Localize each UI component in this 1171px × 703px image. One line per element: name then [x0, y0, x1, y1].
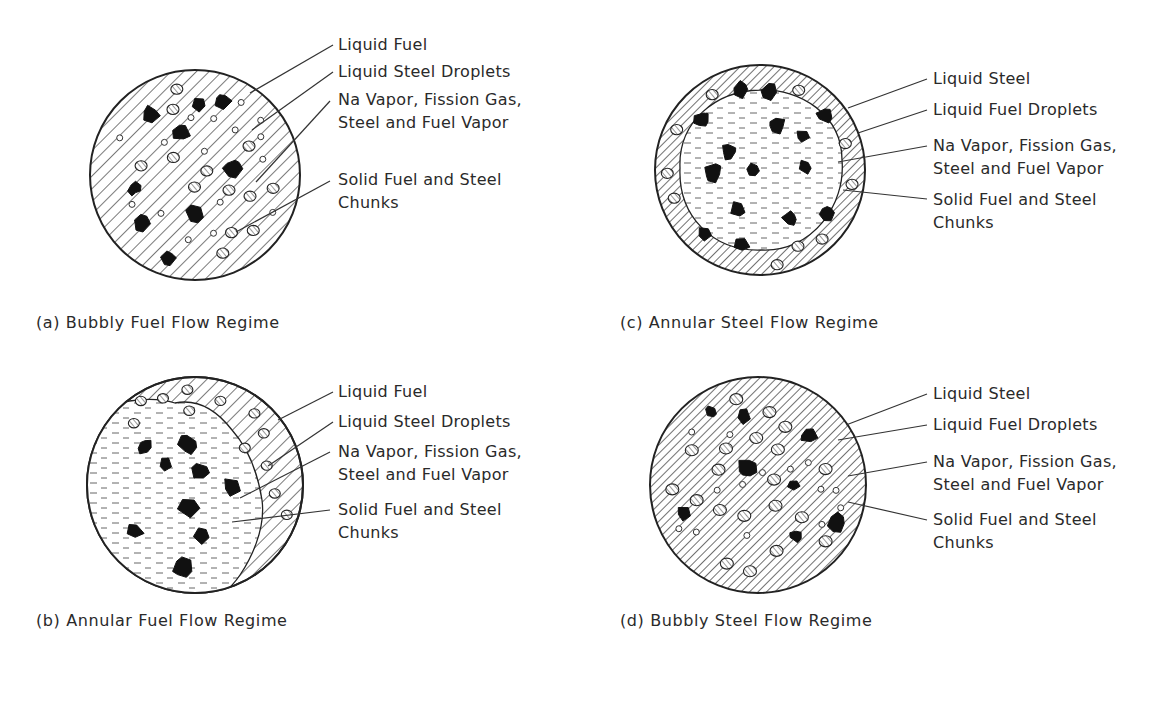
material-label: Liquid Steel Droplets: [338, 60, 598, 83]
material-label: Solid Fuel and Steel Chunks: [933, 508, 1163, 554]
material-label: Liquid Steel Droplets: [338, 410, 598, 433]
material-label: Liquid Fuel: [338, 33, 598, 56]
material-label: Liquid Fuel: [338, 380, 598, 403]
figure-caption: (c) Annular Steel Flow Regime: [620, 311, 950, 334]
material-label: Liquid Fuel Droplets: [933, 413, 1163, 436]
material-label: Na Vapor, Fission Gas, Steel and Fuel Va…: [338, 440, 563, 486]
material-label: Na Vapor, Fission Gas, Steel and Fuel Va…: [933, 450, 1163, 496]
figure-caption: (a) Bubbly Fuel Flow Regime: [36, 311, 356, 334]
material-label: Liquid Steel: [933, 382, 1163, 405]
material-label: Na Vapor, Fission Gas, Steel and Fuel Va…: [338, 88, 563, 134]
material-label: Solid Fuel and Steel Chunks: [338, 498, 563, 544]
material-label: Solid Fuel and Steel Chunks: [933, 188, 1163, 234]
leader-lines: [232, 45, 927, 522]
figure-caption: (b) Annular Fuel Flow Regime: [36, 609, 366, 632]
figure-caption: (d) Bubbly Steel Flow Regime: [620, 609, 950, 632]
material-label: Liquid Fuel Droplets: [933, 98, 1163, 121]
material-label: Na Vapor, Fission Gas, Steel and Fuel Va…: [933, 134, 1163, 180]
material-label: Liquid Steel: [933, 67, 1163, 90]
material-label: Solid Fuel and Steel Chunks: [338, 168, 563, 214]
